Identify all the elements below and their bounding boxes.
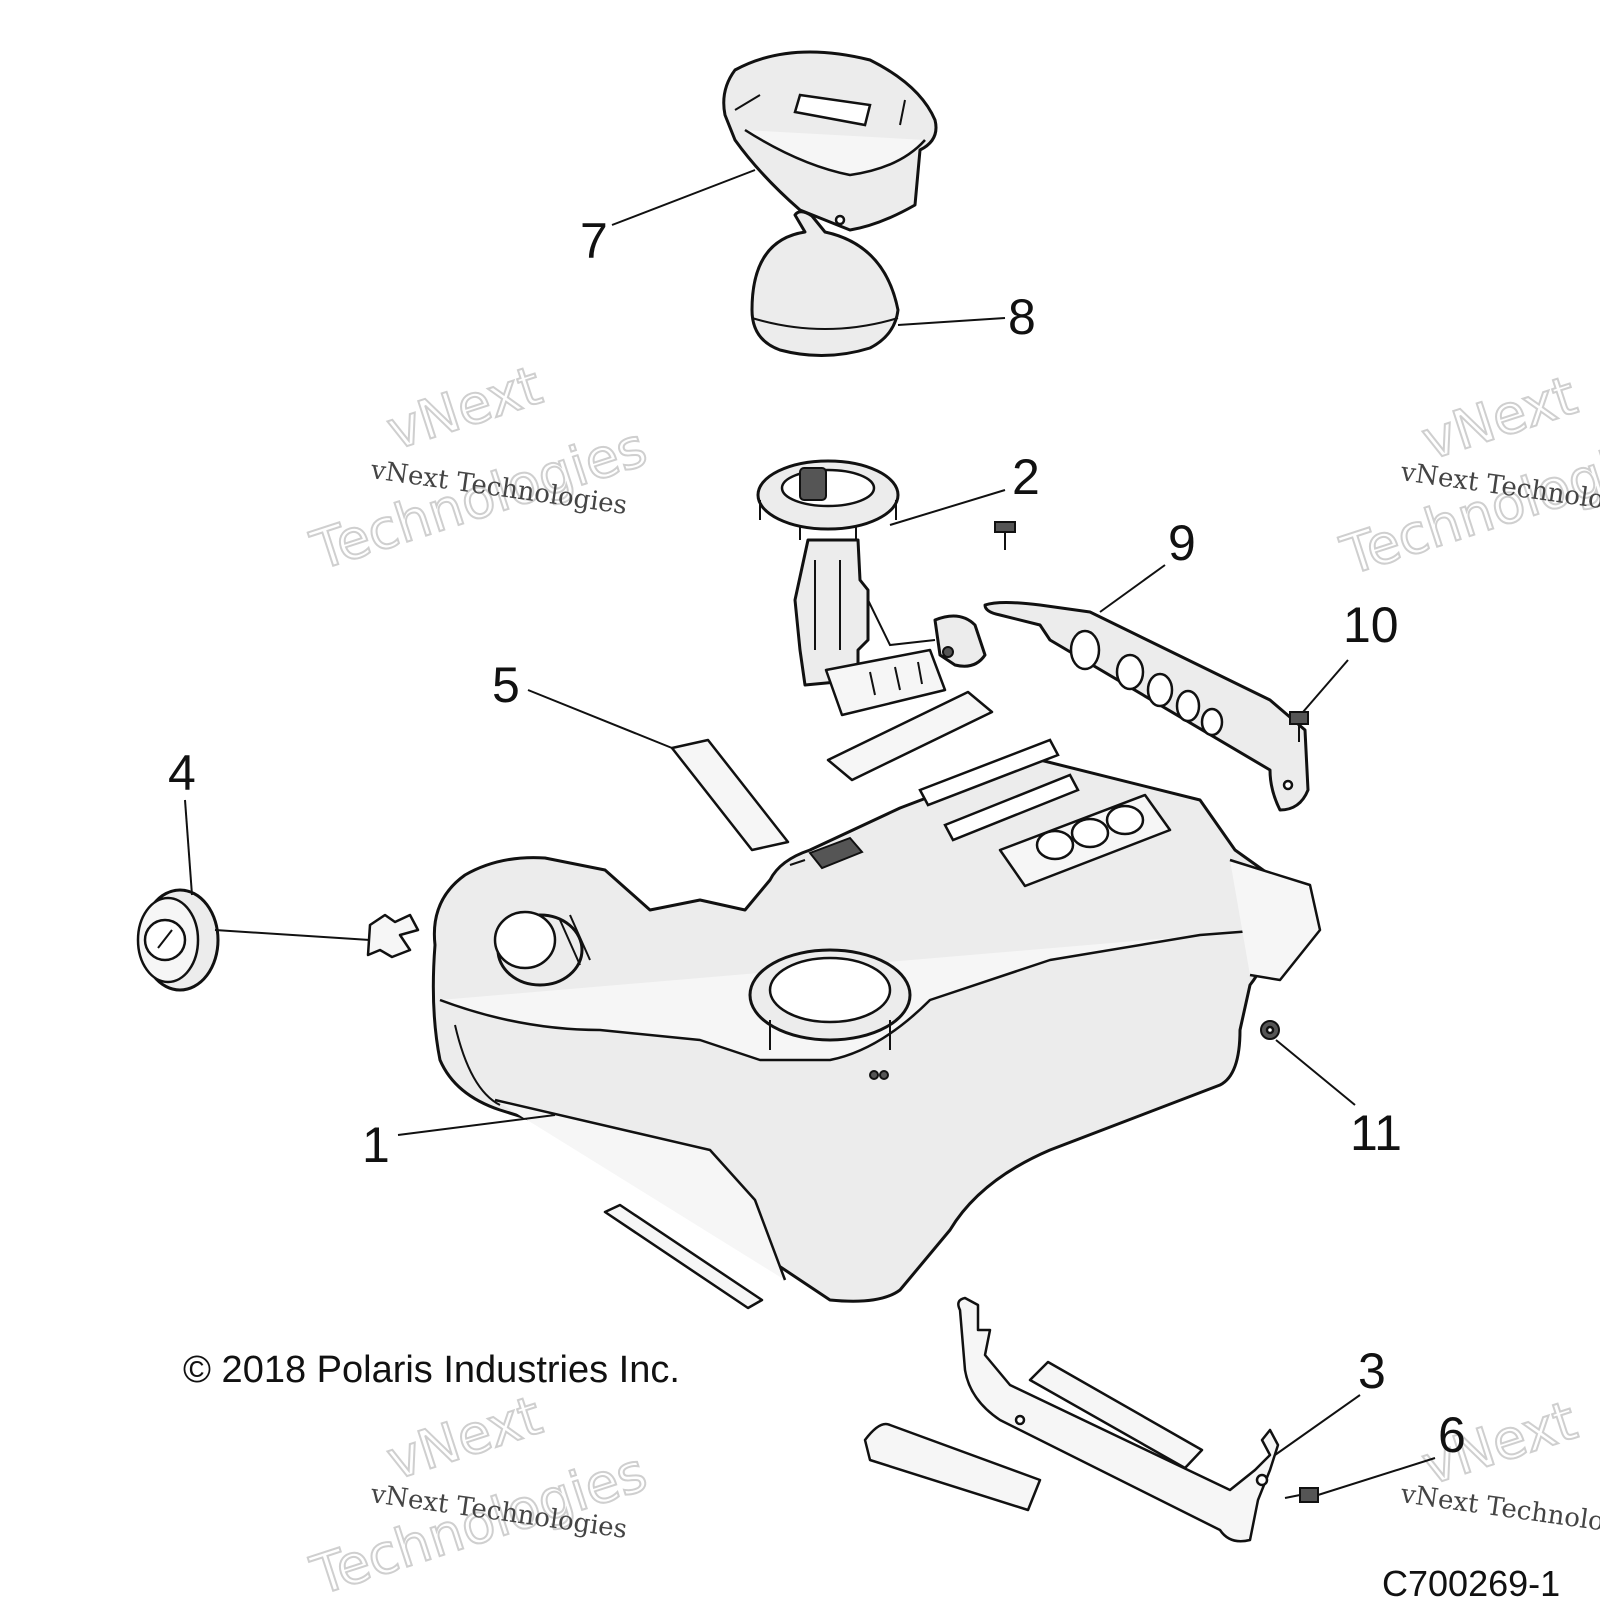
leader-2 bbox=[889, 489, 1006, 526]
callout-10: 10 bbox=[1343, 597, 1399, 653]
callout-3: 3 bbox=[1358, 1343, 1386, 1399]
callout-labels: 1 2 3 4 5 6 7 8 9 10 11 bbox=[168, 213, 1466, 1463]
watermark-top-left: vNext Technologies vNext Technologies bbox=[303, 353, 655, 584]
callout-7: 7 bbox=[580, 213, 608, 269]
callout-8: 8 bbox=[1008, 289, 1036, 345]
part-2-fuel-pump bbox=[756, 459, 987, 717]
callout-2: 2 bbox=[1012, 449, 1040, 505]
watermark-small: vNext Technologies bbox=[1398, 1479, 1600, 1545]
part-5-pads bbox=[603, 690, 1204, 1512]
part-8-cap-cover bbox=[750, 210, 900, 357]
callout-4: 4 bbox=[168, 745, 196, 801]
callout-1: 1 bbox=[362, 1117, 390, 1173]
leader-5 bbox=[527, 689, 673, 749]
leader-6 bbox=[1317, 1457, 1436, 1496]
leader-11 bbox=[1275, 1039, 1356, 1106]
part-1-fuel-tank bbox=[431, 738, 1322, 1303]
part-9-heat-shield bbox=[983, 601, 1310, 812]
callout-11: 11 bbox=[1350, 1105, 1402, 1161]
bolt-near-part-2 bbox=[994, 521, 1016, 550]
leader-3 bbox=[1274, 1394, 1361, 1456]
copyright-notice: © 2018 Polaris Industries Inc. bbox=[183, 1349, 680, 1391]
leader-4 bbox=[184, 799, 193, 896]
callout-5: 5 bbox=[492, 657, 520, 713]
part-6-bolt bbox=[1284, 1487, 1319, 1503]
figure-id: C700269-1 bbox=[1382, 1563, 1560, 1600]
watermark-top-right: vNext Technologies vNext Technologies bbox=[1333, 363, 1600, 589]
part-3-strap bbox=[957, 1296, 1280, 1543]
leader-lines bbox=[184, 169, 1436, 1496]
leader-9 bbox=[1099, 564, 1166, 613]
leader-10 bbox=[1302, 659, 1349, 713]
leader-7 bbox=[611, 169, 756, 226]
watermark-big-line1: vNext bbox=[380, 354, 550, 463]
callout-6: 6 bbox=[1438, 1407, 1466, 1463]
part-10-bolt bbox=[1289, 711, 1309, 742]
leader-8 bbox=[897, 317, 1006, 326]
watermark-bottom-right: vNext vNext Technologies bbox=[1398, 1388, 1600, 1545]
watermark-bottom-left: vNext Technologies vNext Technologies bbox=[303, 1383, 655, 1600]
callout-9: 9 bbox=[1168, 515, 1196, 571]
part-11-nut bbox=[1260, 1020, 1280, 1040]
part-4-fuel-cap bbox=[136, 888, 420, 992]
part-7-housing bbox=[722, 50, 938, 232]
leader-1 bbox=[397, 1114, 556, 1136]
